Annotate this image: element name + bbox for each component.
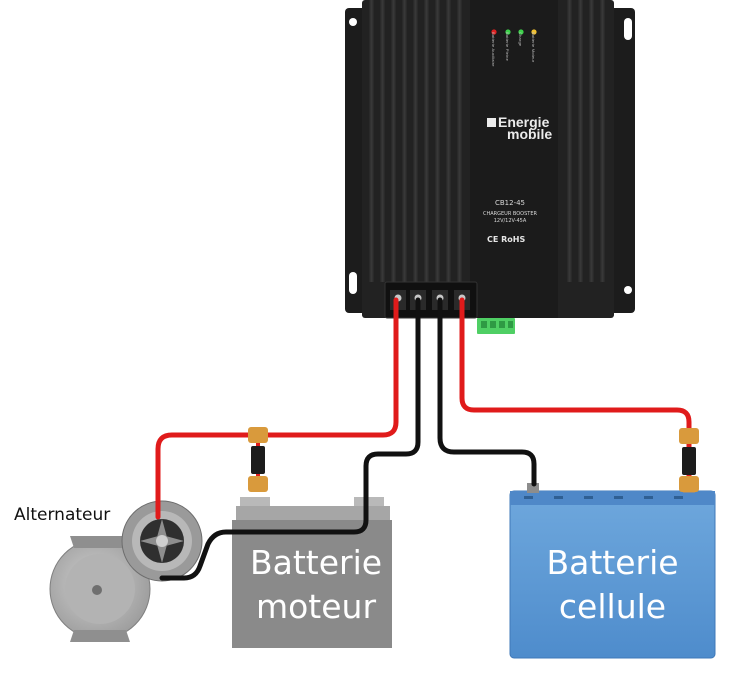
heatsink-fin: [434, 0, 441, 282]
motor-battery-line1: Batterie: [249, 543, 383, 582]
lid-markings: [524, 496, 683, 499]
heatsink-fin: [379, 0, 386, 282]
fuse-clamp: [248, 476, 268, 492]
led-charge: [518, 29, 524, 35]
heatsink-fin: [456, 0, 463, 282]
alternator-mount-bottom: [70, 630, 130, 642]
heatsink-fin: [412, 0, 419, 282]
led-label-engine: Batterie Moteur: [531, 32, 536, 63]
charger-booster-device: [345, 0, 635, 334]
battery-terminal-post: [527, 483, 539, 493]
cell-battery-line2: cellule: [558, 586, 667, 626]
heatsink-fin: [390, 0, 397, 282]
cell-positive-wire: [459, 297, 692, 488]
led-label-charge: Charge: [518, 32, 523, 47]
heatsink-fin: [368, 0, 375, 282]
led-engine-battery: [531, 29, 537, 35]
heatsink-fin: [588, 0, 595, 282]
device-voltage: 12V/12V-45A: [493, 218, 527, 224]
led-auxiliary-battery: [491, 29, 497, 35]
fuse-clamp: [679, 428, 699, 444]
cell-negative-wire: [437, 297, 537, 487]
heatsink-fin: [445, 0, 452, 282]
motor-battery-label: Batterie moteur: [236, 541, 396, 628]
fuse-motor-line: [248, 427, 268, 492]
alternator-shaft: [92, 585, 102, 595]
fuse-body: [251, 446, 265, 474]
alternator: [49, 500, 203, 642]
brand-line2: mobile: [507, 126, 553, 142]
alternator-label: Alternateur: [14, 505, 111, 525]
fuse-clamp: [248, 427, 268, 443]
heatsink-fins: [368, 0, 606, 282]
heatsink-fin: [566, 0, 573, 282]
status-leds: [491, 29, 537, 35]
fuse-cell-line: [679, 428, 699, 492]
brand-logo: Energie mobile: [498, 114, 553, 142]
device-description: CHARGEUR BOOSTER: [483, 211, 537, 217]
brand-logo-mark: [487, 118, 496, 127]
brand-line1: Energie: [498, 114, 550, 130]
heatsink-fin: [577, 0, 584, 282]
certification-marks: CE RoHS: [487, 235, 526, 244]
led-label-full: Batterie Pleine: [505, 32, 510, 62]
led-battery-full: [505, 29, 511, 35]
fuse-body: [682, 447, 696, 475]
alternator-mount-top: [70, 536, 130, 548]
mount-slot: [349, 272, 357, 294]
motor-battery-line2: moteur: [255, 586, 377, 626]
battery-lid: [236, 506, 390, 522]
motor-battery: [232, 497, 392, 648]
device-model: CB12-45: [494, 199, 526, 207]
fuse-clamp: [679, 476, 699, 492]
front-panel: [470, 0, 558, 318]
alternator-positive-wire: [155, 297, 399, 520]
wiring: [155, 297, 692, 581]
cell-battery-label: Batterie cellule: [510, 541, 715, 628]
motor-negative-wire: [159, 297, 421, 581]
cell-battery-line1: Batterie: [546, 543, 679, 582]
mount-hole: [624, 286, 632, 294]
mount-slot: [624, 18, 632, 40]
battery-lid: [510, 491, 715, 505]
led-label-auxiliary: Batterie Auxiliaire: [491, 32, 496, 67]
mount-hole: [349, 18, 357, 26]
heatsink-fin: [401, 0, 408, 282]
battery-case: [232, 520, 392, 648]
heatsink-fin: [423, 0, 430, 282]
heatsink-fin: [599, 0, 606, 282]
